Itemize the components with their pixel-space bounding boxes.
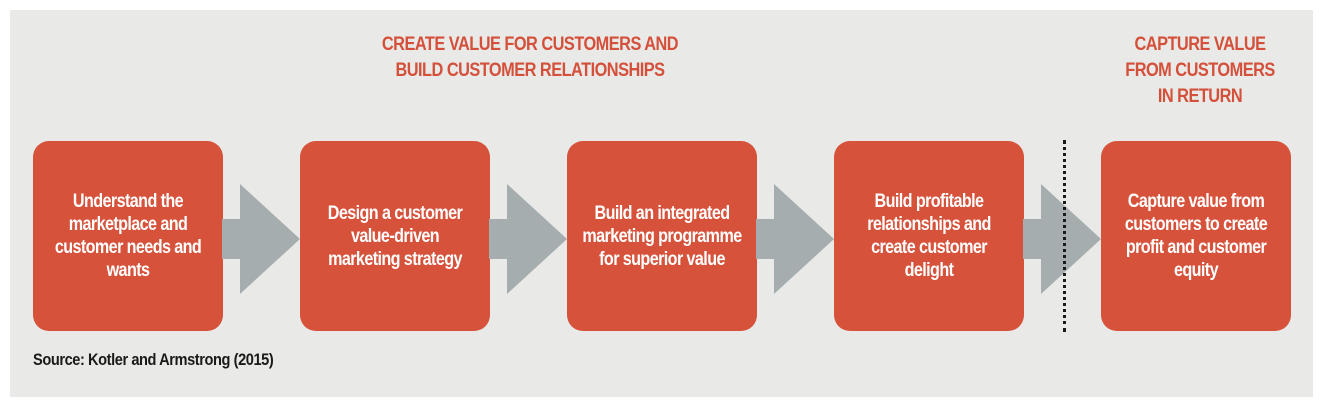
dotted-divider bbox=[1063, 140, 1066, 332]
source-caption: Source: Kotler and Armstrong (2015) bbox=[33, 350, 274, 369]
step-label: Build profitable relationships and creat… bbox=[867, 191, 991, 281]
arrow-icon bbox=[222, 184, 300, 294]
step-label: Build an integrated marketing programme … bbox=[582, 202, 742, 270]
step-box-2: Design a customer value-driven marketing… bbox=[300, 141, 490, 331]
arrow-icon bbox=[756, 184, 834, 294]
step-box-4: Build profitable relationships and creat… bbox=[834, 141, 1024, 331]
step-box-3: Build an integrated marketing programme … bbox=[567, 141, 757, 331]
step-label: Understand the marketplace and customer … bbox=[54, 191, 202, 281]
heading-create-value: CREATE VALUE FOR CUSTOMERS AND BUILD CUS… bbox=[381, 34, 679, 81]
step-box-1: Understand the marketplace and customer … bbox=[33, 141, 223, 331]
step-box-5: Capture value from customers to create p… bbox=[1101, 141, 1291, 331]
step-label: Capture value from customers to create p… bbox=[1124, 191, 1268, 281]
arrow-icon bbox=[489, 184, 567, 294]
heading-capture-value: CAPTURE VALUE FROM CUSTOMERS IN RETURN bbox=[1125, 34, 1275, 107]
step-label: Design a customer value-driven marketing… bbox=[327, 202, 463, 270]
arrow-icon bbox=[1023, 184, 1101, 294]
